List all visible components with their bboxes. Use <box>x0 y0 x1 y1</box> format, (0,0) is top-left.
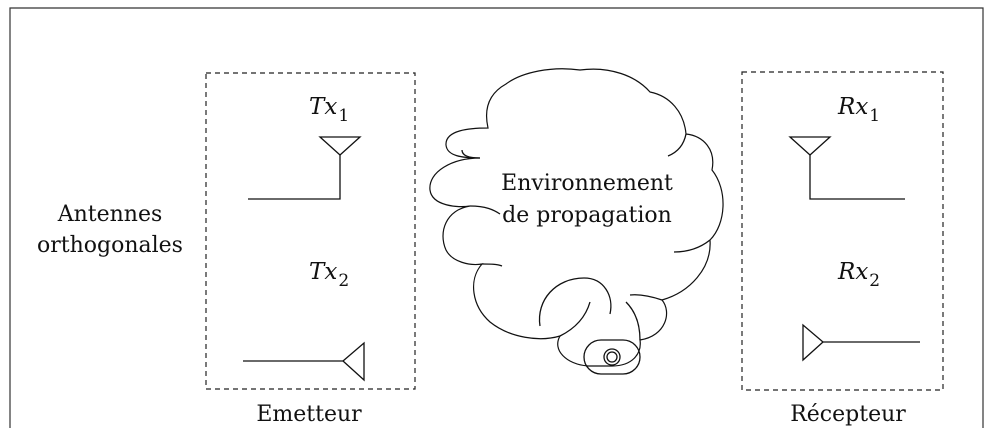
tx2-label: Tx2 <box>309 259 349 291</box>
rx1-label: Rx1 <box>837 94 880 126</box>
rx2-index: 2 <box>869 271 880 291</box>
tx1-name: Tx <box>309 94 337 120</box>
propagation-cloud-icon <box>429 68 724 375</box>
tx1-index: 1 <box>338 106 349 126</box>
transmitter-box <box>205 72 416 390</box>
tx2-index: 2 <box>338 271 349 291</box>
receiver-box <box>741 71 944 391</box>
rx1-index: 1 <box>869 106 880 126</box>
propagation-environment-label-line2: de propagation <box>502 203 672 228</box>
rx2-name: Rx <box>837 259 868 285</box>
outer-frame <box>9 7 984 428</box>
receiver-caption: Récepteur <box>790 402 906 427</box>
tx1-vertical-antenna-icon <box>248 136 362 200</box>
orthogonal-antennas-label-line2: orthogonales <box>37 233 183 258</box>
rx2-label: Rx2 <box>837 259 880 291</box>
rx1-vertical-antenna-icon <box>788 136 905 200</box>
propagation-environment-label-line1: Environnement <box>501 171 673 196</box>
orthogonal-antennas-label-line1: Antennes <box>57 202 163 227</box>
rx2-horizontal-antenna-icon <box>802 323 920 362</box>
tx2-horizontal-antenna-icon <box>243 341 365 382</box>
rx1-name: Rx <box>837 94 868 120</box>
transmitter-caption: Emetteur <box>256 402 362 427</box>
tx2-name: Tx <box>309 259 337 285</box>
tx1-label: Tx1 <box>309 94 349 126</box>
